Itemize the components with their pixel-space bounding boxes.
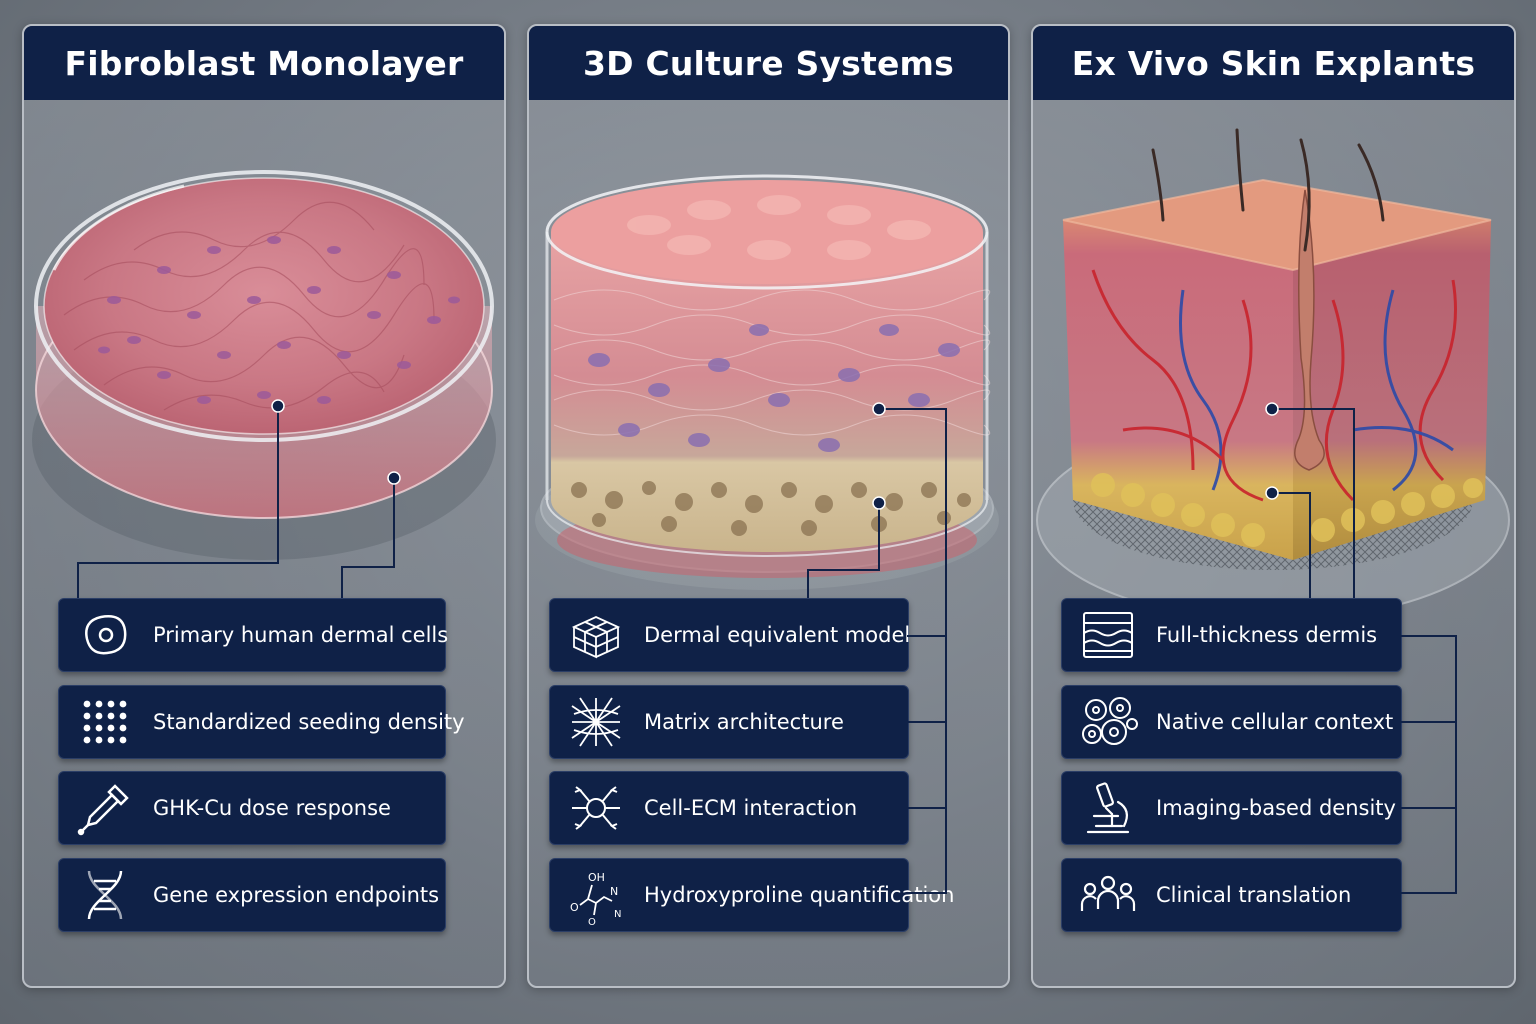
feature-card: Imaging-based density <box>1061 771 1402 845</box>
dna-icon <box>75 865 135 925</box>
skin-explant-illustration <box>1033 100 1514 621</box>
svg-text:O: O <box>570 901 579 914</box>
microscope-icon <box>1078 778 1138 838</box>
feature-card: Dermal equivalent model <box>549 598 911 672</box>
feature-label: Matrix architecture <box>644 710 844 734</box>
dot-grid-icon <box>75 692 135 752</box>
feature-card: Primary human dermal cells <box>58 598 449 672</box>
feature-label: Dermal equivalent model <box>644 623 911 647</box>
svg-text:N: N <box>614 909 621 920</box>
panel-title: Ex Vivo Skin Explants <box>1033 26 1514 100</box>
3d-culture-illustration <box>529 100 1008 620</box>
feature-card: Clinical translation <box>1061 858 1402 932</box>
svg-text:OH: OH <box>588 871 605 884</box>
molecule-icon: OH N O N O <box>566 865 626 928</box>
fiber-mesh-icon <box>566 692 626 752</box>
feature-card: Standardized seeding density <box>58 685 465 759</box>
feature-label: Cell-ECM interaction <box>644 796 858 820</box>
cell-anchors-icon <box>566 778 626 838</box>
feature-label: Hydroxyproline quantification <box>644 883 955 907</box>
panel-title: 3D Culture Systems <box>529 26 1008 100</box>
feature-label: Standardized seeding density <box>153 710 465 734</box>
feature-card: Gene expression endpoints <box>58 858 446 932</box>
panel-title: Fibroblast Monolayer <box>24 26 504 100</box>
feature-label: Clinical translation <box>1156 883 1352 907</box>
feature-label: Full-thickness dermis <box>1156 623 1378 647</box>
feature-card: Native cellular context <box>1061 685 1402 759</box>
feature-card: OH N O N O Hydroxyproline quantification <box>549 858 954 932</box>
feature-label: Native cellular context <box>1156 710 1394 734</box>
feature-label: Gene expression endpoints <box>153 883 440 907</box>
skin-layers-icon <box>1078 605 1138 665</box>
petri-dish-illustration <box>24 100 504 620</box>
feature-label: Primary human dermal cells <box>153 623 449 647</box>
svg-text:N: N <box>610 885 618 898</box>
feature-label: Imaging-based density <box>1156 796 1396 820</box>
panel-fibroblast-monolayer: Fibroblast Monolayer <box>22 24 506 988</box>
svg-text:O: O <box>588 917 596 925</box>
feature-card: Matrix architecture <box>549 685 909 759</box>
feature-card: GHK-Cu dose response <box>58 771 446 845</box>
dropper-icon <box>75 778 135 838</box>
cell-cluster-icon <box>1078 692 1138 752</box>
feature-card: Cell-ECM interaction <box>549 771 909 845</box>
cube-lattice-icon <box>566 605 626 665</box>
feature-card: Full-thickness dermis <box>1061 598 1402 672</box>
cell-icon <box>75 605 135 665</box>
people-icon <box>1078 865 1138 925</box>
feature-label: GHK-Cu dose response <box>153 796 391 820</box>
